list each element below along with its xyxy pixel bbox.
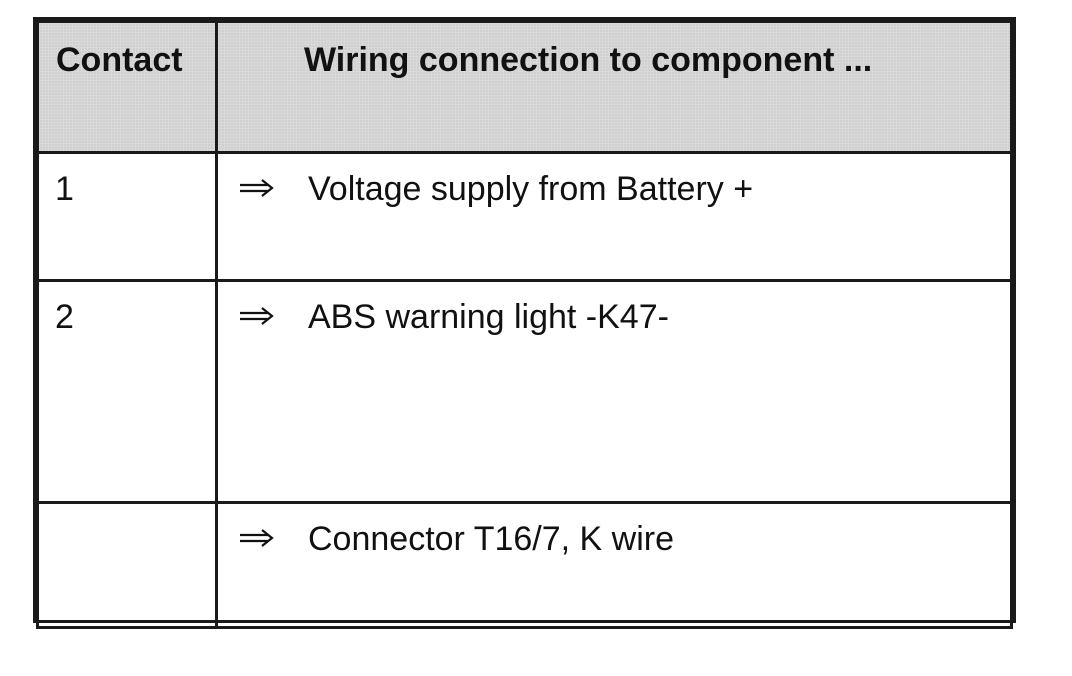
table-header-row: Contact Wiring connection to component .… [36,20,1013,154]
contact-cell [36,501,218,629]
wiring-cell: ABS warning light -K47- [215,279,1013,504]
table-row: Connector T16/7, K wire [36,501,1013,629]
wiring-text: ABS warning light -K47- [308,298,669,336]
contact-number: 1 [55,170,74,208]
double-right-arrow-icon [238,528,294,548]
header-cell-contact: Contact [36,20,218,154]
wiring-text: Connector T16/7, K wire [308,520,674,558]
double-right-arrow-icon [238,306,294,326]
double-right-arrow-icon [238,178,294,198]
wiring-cell: Voltage supply from Battery + [215,151,1013,282]
header-wiring: Wiring connection to component ... [304,41,873,79]
wiring-table-grid: Contact Wiring connection to component .… [36,20,1013,629]
contact-number [39,504,215,520]
wiring-table: Contact Wiring connection to component .… [33,17,1016,629]
contact-cell: 1 [36,151,218,282]
header-contact: Contact [56,41,183,79]
contact-cell: 2 [36,279,218,504]
table-row: 1 Voltage supply from Battery + [36,151,1013,282]
wiring-cell: Connector T16/7, K wire [215,501,1013,629]
contact-number: 2 [55,298,74,336]
wiring-text: Voltage supply from Battery + [308,170,754,208]
table-row: 2 ABS warning light -K47- [36,279,1013,504]
header-cell-wiring: Wiring connection to component ... [215,20,1013,154]
